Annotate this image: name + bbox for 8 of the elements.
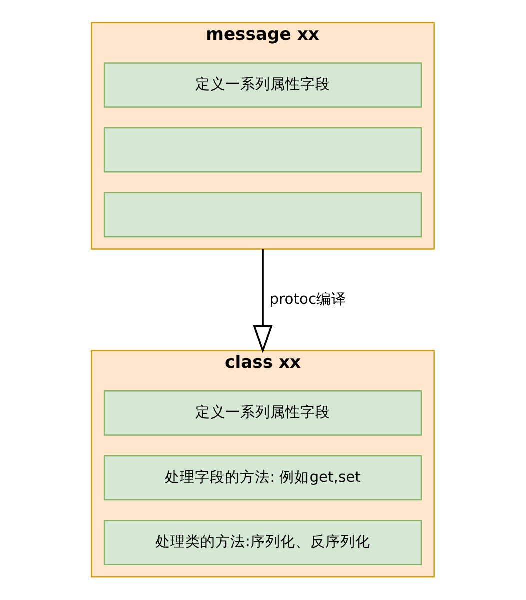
node-box: 定义一系列属性字段 xyxy=(104,62,422,108)
node-box: 处理类的方法:序列化、反序列化 xyxy=(104,520,422,566)
arrow xyxy=(253,249,273,354)
edge-label: protoc编译 xyxy=(270,290,347,308)
node-box: 定义一系列属性字段 xyxy=(104,390,422,436)
node-box xyxy=(104,127,422,173)
node-box xyxy=(104,192,422,238)
node-box: 处理字段的方法: 例如get,set xyxy=(104,455,422,501)
